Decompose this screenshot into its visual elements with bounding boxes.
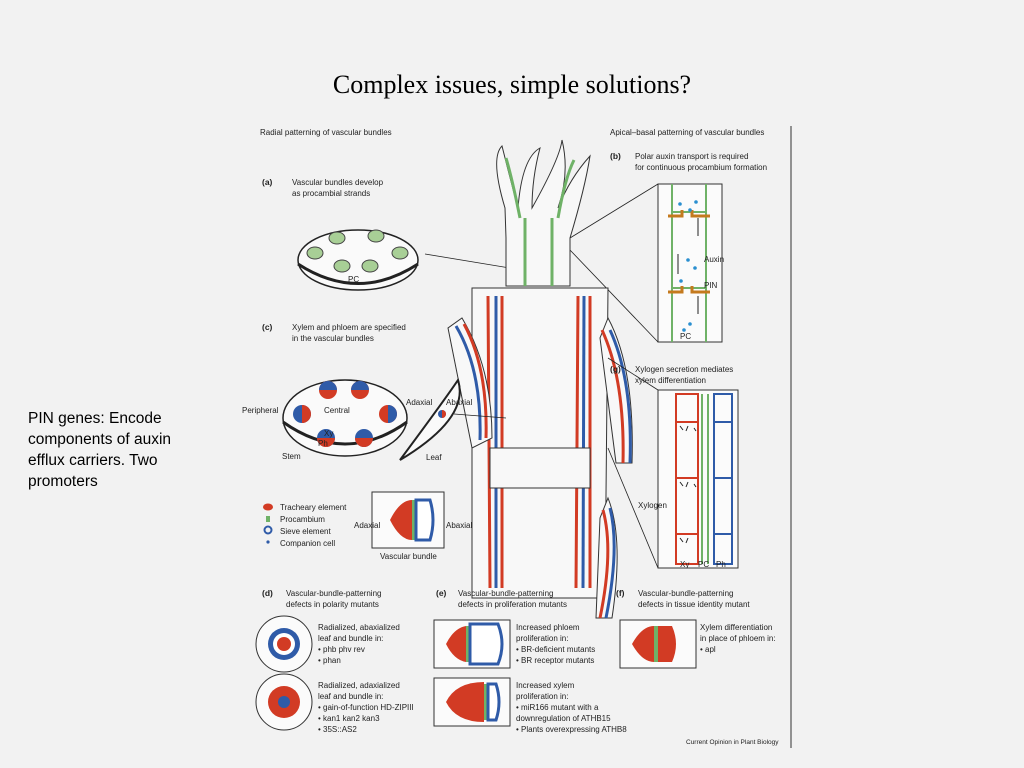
legend-sieve: Sieve element	[280, 527, 331, 536]
panel-a-cross-section	[297, 229, 419, 291]
panel-d-t1d: • phan	[318, 656, 341, 665]
panel-d-t2d: • kan1 kan2 kan3	[318, 714, 380, 723]
panel-c-adaxial: Adaxial	[406, 398, 432, 407]
panel-c-stem-section	[282, 379, 408, 457]
panel-c-ph: Ph	[318, 439, 328, 448]
panel-f-line2: defects in tissue identity mutant	[638, 600, 750, 609]
panel-f-letter: (f)	[616, 588, 625, 598]
panel-d-diagrams	[255, 615, 313, 731]
panel-e-diagrams	[433, 619, 511, 727]
panel-a-line2: as procambial strands	[292, 189, 370, 198]
legend-abaxial: Abaxial	[446, 521, 472, 530]
panel-e-letter: (e)	[436, 588, 447, 598]
panel-c-stem: Stem	[282, 452, 301, 461]
vascular-bundle-cells	[390, 498, 435, 542]
legend-companion: Companion cell	[280, 539, 335, 548]
panel-g-line2: xylem differentiation	[635, 376, 706, 385]
header-left: Radial patterning of vascular bundles	[260, 128, 392, 137]
panel-c-leaf: Leaf	[426, 453, 442, 462]
panel-f-line1: Vascular-bundle-patterning	[638, 589, 733, 598]
panel-g-pc: PC	[698, 560, 709, 569]
vascular-patterning-figure: Radial patterning of vascular bundles Ap…	[240, 118, 792, 748]
panel-g-cells	[657, 389, 739, 569]
slide-title: Complex issues, simple solutions?	[332, 70, 692, 99]
panel-f-t1c: • apl	[700, 645, 716, 654]
legend-adaxial: Adaxial	[354, 521, 380, 530]
panel-d-t2e: • 35S::AS2	[318, 725, 357, 734]
panel-f-t1b: in place of phloem in:	[700, 634, 776, 643]
panel-c-leaf-section	[399, 377, 461, 461]
panel-b-line1: Polar auxin transport is required	[635, 152, 748, 161]
panel-a-letter: (a)	[262, 177, 273, 187]
legend-bundle: Vascular bundle	[380, 552, 437, 561]
legend-tracheary: Tracheary element	[280, 503, 347, 512]
panel-c-abaxial: Abaxial	[446, 398, 472, 407]
header-right: Apical–basal patterning of vascular bund…	[610, 128, 764, 137]
panel-b-cells	[657, 183, 723, 343]
side-note: PIN genes: Encode components of auxin ef…	[28, 410, 172, 490]
panel-b-auxin: Auxin	[704, 255, 724, 264]
panel-d-t2a: Radialized, adaxialized	[318, 681, 400, 690]
panel-g-letter: (g)	[610, 364, 621, 374]
panel-g-ph: Ph	[716, 560, 726, 569]
panel-e-t1c: • BR-deficient mutants	[516, 645, 595, 654]
panel-f-t1a: Xylem differentiation	[700, 623, 772, 632]
panel-e-line2: defects in proliferation mutants	[458, 600, 567, 609]
panel-b-line2: for continuous procambium formation	[635, 163, 767, 172]
panel-c-letter: (c)	[262, 322, 273, 332]
panel-b-pin: PIN	[704, 281, 718, 290]
panel-g-line1: Xylogen secretion mediates	[635, 365, 733, 374]
legend-procambium: Procambium	[280, 515, 325, 524]
panel-a-line1: Vascular bundles develop	[292, 178, 384, 187]
panel-e-t2d: downregulation of ATHB15	[516, 714, 611, 723]
panel-c-central: Central	[324, 406, 350, 415]
panel-c-peripheral: Peripheral	[242, 406, 279, 415]
panel-d-t2c: • gain-of-function HD-ZIPIII	[318, 703, 414, 712]
figure-credit: Current Opinion in Plant Biology	[686, 739, 779, 746]
panel-d-t2b: leaf and bundle in:	[318, 692, 383, 701]
panel-b-letter: (b)	[610, 151, 621, 161]
legend	[263, 503, 273, 544]
panel-e-t2e: • Plants overexpressing ATHB8	[516, 725, 627, 734]
panel-a-pc: PC	[348, 275, 359, 284]
panel-e-t1d: • BR receptor mutants	[516, 656, 594, 665]
panel-b-pc: PC	[680, 332, 691, 341]
panel-d-line2: defects in polarity mutants	[286, 600, 379, 609]
panel-c-line1: Xylem and phloem are specified	[292, 323, 406, 332]
panel-g-xy: Xy	[680, 560, 689, 569]
panel-e-t2a: Increased xylem	[516, 681, 575, 690]
panel-e-t1b: proliferation in:	[516, 634, 568, 643]
panel-c-xy: Xy	[324, 429, 333, 438]
plant-schematic	[447, 139, 633, 619]
panel-g-xylogen: Xylogen	[638, 501, 667, 510]
panel-d-t1c: • phb phv rev	[318, 645, 365, 654]
panel-f-diagram	[619, 619, 697, 669]
panel-d-letter: (d)	[262, 588, 273, 598]
panel-e-t2c: • miR166 mutant with a	[516, 703, 599, 712]
panel-c-line2: in the vascular bundles	[292, 334, 374, 343]
panel-e-line1: Vascular-bundle-patterning	[458, 589, 553, 598]
panel-d-t1b: leaf and bundle in:	[318, 634, 383, 643]
panel-d-line1: Vascular-bundle-patterning	[286, 589, 381, 598]
panel-e-t2b: proliferation in:	[516, 692, 568, 701]
panel-d-t1a: Radialized, abaxialized	[318, 623, 400, 632]
panel-e-t1a: Increased phloem	[516, 623, 580, 632]
